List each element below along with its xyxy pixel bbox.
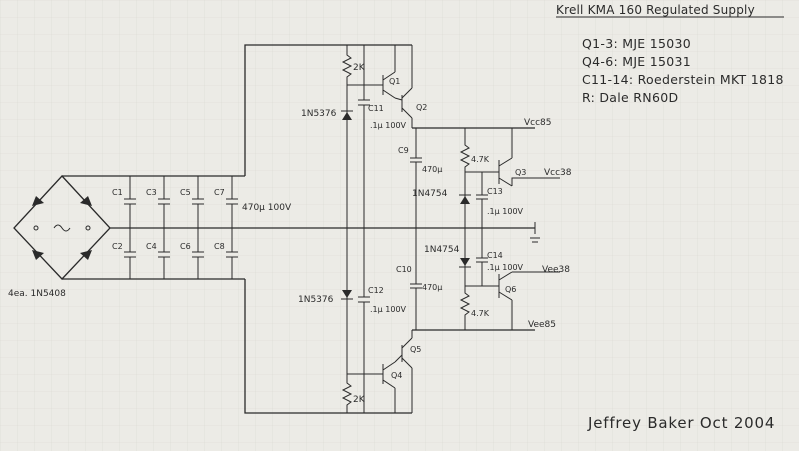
resistor-label: 2K (353, 63, 366, 73)
resistor-label: 4.7K (471, 309, 490, 318)
vcc38-label: Vcc38 (544, 168, 572, 178)
zener-label: 1N5376 (301, 109, 337, 119)
bridge-label: 4ea. 1N5408 (8, 289, 66, 299)
resistor-label: 4.7K (471, 155, 490, 164)
ground-symbol (530, 222, 540, 243)
cap-value: .1µ 100V (370, 121, 407, 130)
cap-label: C3 (146, 188, 157, 197)
cap-label: C2 (112, 242, 123, 251)
cap-label: C11 (368, 104, 384, 113)
negative-regulator: 2K 1N5376 C12 .1µ 100V Q4 Q5 C10 470µ 4.… (298, 228, 570, 413)
vcc85-label: Vcc85 (524, 118, 552, 128)
positive-regulator: 2K 1N5376 C11 .1µ 100V Q1 Q2 C9 470µ 4.7… (301, 45, 572, 228)
cap-label: C1 (112, 188, 123, 197)
parts-note: Q4-6: MJE 15031 (582, 54, 691, 69)
vee38-label: Vee38 (542, 265, 570, 275)
cap-value: .1µ 100V (370, 305, 407, 314)
vee85-label: Vee85 (528, 320, 556, 330)
cap-label: C6 (180, 242, 191, 251)
cap-label: C10 (396, 265, 412, 274)
cap-label: C13 (487, 187, 503, 196)
cap-label: C4 (146, 242, 157, 251)
zener-label: 1N5376 (298, 295, 334, 305)
cap-label: C8 (214, 242, 225, 251)
parts-note: Q1-3: MJE 15030 (582, 36, 691, 51)
cap-label: C14 (487, 251, 503, 260)
parts-note: R: Dale RN60D (582, 90, 678, 105)
cap-label: C12 (368, 286, 384, 295)
transistor-label: Q6 (505, 285, 516, 294)
cap-label: C5 (180, 188, 191, 197)
transistor-label: Q2 (416, 103, 427, 112)
transistor-label: Q5 (410, 345, 421, 354)
cap-value: 470µ (422, 165, 442, 174)
diagram-title: Krell KMA 160 Regulated Supply (556, 3, 755, 17)
cap-label: C7 (214, 188, 225, 197)
zener-label: 1N4754 (424, 245, 460, 255)
cap-value: .1µ 100V (487, 263, 524, 272)
positive-raw-wire (244, 44, 412, 176)
transistor-label: Q3 (515, 168, 526, 177)
parts-note: C11-14: Roederstein MKT 1818 (582, 72, 784, 87)
zener-label: 1N4754 (412, 189, 448, 199)
cap-value: 470µ (422, 283, 442, 292)
filter-capacitors: C1 C3 C5 C7 C2 C4 C6 C8 470µ 100V (112, 176, 292, 279)
cap-label: C9 (398, 146, 409, 155)
author-signature: Jeffrey Baker Oct 2004 (587, 414, 775, 432)
resistor-label: 2K (353, 395, 366, 405)
filter-cap-value: 470µ 100V (242, 203, 292, 213)
cap-value: .1µ 100V (487, 207, 524, 216)
transistor-label: Q1 (389, 77, 400, 86)
negative-raw-wire (244, 279, 412, 414)
transistor-label: Q4 (391, 371, 402, 380)
